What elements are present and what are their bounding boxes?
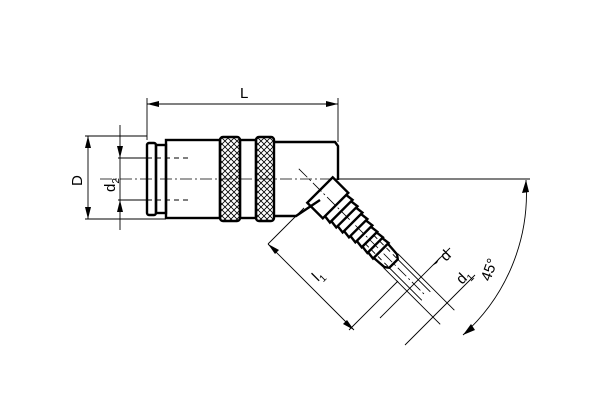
dimension-D: D xyxy=(69,135,166,220)
label-d1: d1 xyxy=(453,266,477,290)
dimension-angle: 45° xyxy=(338,178,530,336)
label-d: d xyxy=(437,247,455,265)
ext-d-top xyxy=(397,258,431,293)
barb-bore-hidden-top xyxy=(373,234,399,260)
label-d2: d2 xyxy=(102,178,122,192)
label-L: L xyxy=(240,85,248,102)
dimension-d: d xyxy=(379,247,455,319)
barb-bore-hidden-bottom xyxy=(364,243,390,269)
hose-barb xyxy=(298,168,455,325)
ext-d-bottom xyxy=(388,267,423,301)
ext-d1-bottom xyxy=(383,267,441,325)
label-angle: 45° xyxy=(478,256,502,283)
dimension-l1: l1 xyxy=(267,207,399,331)
label-D: D xyxy=(69,175,86,186)
ext-d1-top xyxy=(397,253,455,311)
label-l1: l1 xyxy=(309,266,330,287)
dimension-L: L xyxy=(146,85,339,142)
dimension-d2: d2 xyxy=(102,125,147,230)
centerline-angled xyxy=(298,168,427,297)
